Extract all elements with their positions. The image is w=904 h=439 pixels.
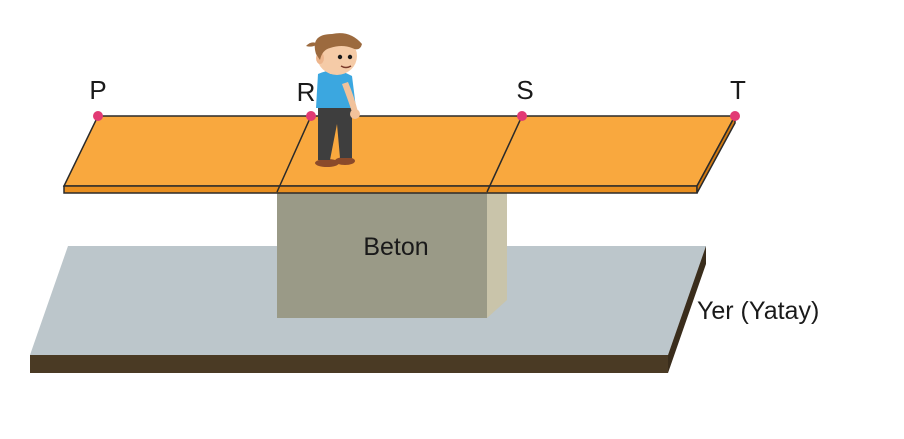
child-eye-left	[337, 54, 343, 60]
point-s-label: S	[516, 75, 533, 105]
child-hand	[350, 109, 360, 119]
child-shoe-left	[315, 159, 339, 167]
child-arm	[342, 82, 358, 112]
child-shoe-right	[335, 157, 355, 165]
point-r-label: R	[297, 77, 316, 107]
child-figure	[306, 33, 362, 167]
child-shirt	[316, 70, 356, 108]
child-legs	[318, 104, 352, 160]
concrete-side	[487, 182, 507, 318]
plank-front-edge	[63, 185, 698, 194]
ground-front-edge	[30, 355, 668, 373]
child-hair	[314, 33, 362, 60]
point-s-marker	[517, 111, 527, 121]
point-t-marker	[730, 111, 740, 121]
point-labels: P R S T	[89, 75, 746, 107]
child-eye-right	[347, 54, 353, 60]
child-mouth	[340, 65, 352, 69]
plank-divider-s	[486, 115, 523, 193]
concrete-block: Beton	[277, 182, 507, 318]
point-t-label: T	[730, 75, 746, 105]
concrete-label: Beton	[363, 233, 428, 261]
point-p-label: P	[89, 75, 106, 105]
point-markers	[93, 111, 740, 121]
point-r-marker	[306, 111, 316, 121]
child-hair-tuft	[306, 42, 318, 47]
ground-side-edge	[668, 246, 706, 373]
ground-label: Yer (Yatay)	[697, 297, 819, 325]
concrete-front	[277, 192, 487, 318]
plank-top	[62, 115, 737, 187]
plank-divider-r	[276, 115, 312, 193]
point-p-marker	[93, 111, 103, 121]
plank	[62, 115, 737, 194]
